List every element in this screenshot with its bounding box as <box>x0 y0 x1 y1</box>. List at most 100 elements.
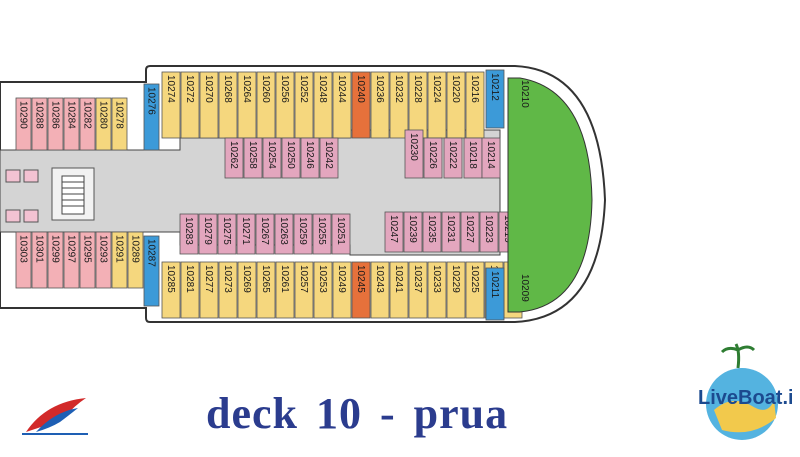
cabin-number: 10214 <box>485 141 496 169</box>
cabin-box <box>319 137 339 179</box>
cabin-number: 10248 <box>317 75 328 103</box>
cabin-number: 10233 <box>431 265 442 293</box>
cabin-number: 10293 <box>98 235 109 263</box>
cabin-number: 10301 <box>34 235 45 263</box>
cabin-10286: 10286 <box>47 97 64 151</box>
cabin-box <box>143 235 160 307</box>
cabin-10275: 10275 <box>217 213 237 255</box>
cabin-10253: 10253 <box>313 261 333 319</box>
cabin-box <box>256 261 276 319</box>
cabin-10237: 10237 <box>408 261 428 319</box>
cabin-number: 10241 <box>393 265 404 293</box>
liveboat-logo: LiveBoat.it <box>698 343 792 440</box>
cabin-number: 10235 <box>426 215 437 243</box>
cabin-10281: 10281 <box>180 261 200 319</box>
cabin-box <box>47 97 64 151</box>
cabin-box <box>313 261 333 319</box>
cabin-10265: 10265 <box>256 261 276 319</box>
cabin-number: 10290 <box>18 101 29 129</box>
cabin-10242: 10242 <box>319 137 339 179</box>
deck-number: 10 <box>316 389 362 438</box>
cabin-number: 10229 <box>450 265 461 293</box>
cabin-box <box>389 71 409 139</box>
cabin-number: 10218 <box>467 141 478 169</box>
cabin-10228: 10228 <box>408 71 428 139</box>
cabin-10248: 10248 <box>313 71 333 139</box>
cabin-10299: 10299 <box>47 231 64 289</box>
cabin-box <box>427 261 447 319</box>
cabin-10295: 10295 <box>79 231 96 289</box>
cabin-box <box>224 137 244 179</box>
cabin-10303: 10303 <box>15 231 32 289</box>
cabin-number: 10225 <box>469 265 480 293</box>
cabin-number: 10274 <box>165 75 176 103</box>
cabin-10240: 10240 <box>351 71 371 139</box>
cabin-number: 10237 <box>412 265 423 293</box>
elevator-icon <box>5 169 21 183</box>
cabin-number: 10230 <box>408 133 419 161</box>
cabin-10255: 10255 <box>312 213 332 255</box>
cabin-number: 10257 <box>298 265 309 293</box>
cabin-number: 10231 <box>445 215 456 243</box>
cabin-number: 10286 <box>50 101 61 129</box>
cabin-10278: 10278 <box>111 97 128 151</box>
cabin-number: 10255 <box>316 217 327 245</box>
deck-section: prua <box>413 389 509 438</box>
cabin-box <box>15 231 32 289</box>
cabin-10250: 10250 <box>281 137 301 179</box>
cabin-number: 10252 <box>298 75 309 103</box>
cabin-number: 10250 <box>285 141 296 169</box>
cabin-box <box>423 137 443 179</box>
cabin-box <box>63 231 80 289</box>
cabin-box <box>111 97 128 151</box>
cabin-number: 10247 <box>388 215 399 243</box>
cabin-box <box>199 71 219 139</box>
cabin-box <box>198 213 218 255</box>
cabin-number: 10284 <box>66 101 77 129</box>
cabin-box <box>441 211 461 253</box>
cabin-number: 10282 <box>82 101 93 129</box>
cabin-number: 10277 <box>203 265 214 293</box>
cabin-number: 10291 <box>114 235 125 263</box>
cabin-number: 10267 <box>259 217 270 245</box>
cabin-10301: 10301 <box>31 231 48 289</box>
cabin-box <box>180 71 200 139</box>
cabin-box <box>370 71 390 139</box>
cabin-10264: 10264 <box>237 71 257 139</box>
cabin-number: 10285 <box>165 265 176 293</box>
cabin-number: 10220 <box>450 75 461 103</box>
cabin-10245: 10245 <box>351 261 371 319</box>
cabin-box <box>217 213 237 255</box>
cabin-number: 10227 <box>464 215 475 243</box>
cabin-10216: 10216 <box>465 71 485 139</box>
cabin-box <box>161 261 181 319</box>
cabin-10209: 10209 <box>519 274 530 302</box>
cabin-10214: 10214 <box>481 137 501 179</box>
cabin-box <box>143 83 160 151</box>
cabin-10244: 10244 <box>332 71 352 139</box>
cabin-number: 10271 <box>240 217 251 245</box>
cabin-number: 10256 <box>279 75 290 103</box>
cabin-10293: 10293 <box>95 231 112 289</box>
cabin-10256: 10256 <box>275 71 295 139</box>
cabin-10282: 10282 <box>79 97 96 151</box>
cabin-box <box>332 261 352 319</box>
deck-word: deck <box>206 389 298 438</box>
cabin-10226: 10226 <box>423 137 443 179</box>
cabin-number: 10260 <box>260 75 271 103</box>
cabin-box <box>389 261 409 319</box>
cabin-box <box>485 69 505 129</box>
cabin-box <box>404 129 424 179</box>
cabin-10260: 10260 <box>256 71 276 139</box>
cabin-10241: 10241 <box>389 261 409 319</box>
cabin-10224: 10224 <box>427 71 447 139</box>
cabin-10222: 10222 <box>443 137 463 179</box>
cabin-number: 10295 <box>82 235 93 263</box>
cabin-box <box>243 137 263 179</box>
cabin-number: 10276 <box>146 87 157 115</box>
cabin-number: 10253 <box>317 265 328 293</box>
cabin-box <box>332 71 352 139</box>
cabin-box <box>479 211 499 253</box>
cabin-10268: 10268 <box>218 71 238 139</box>
cabin-number: 10281 <box>184 265 195 293</box>
